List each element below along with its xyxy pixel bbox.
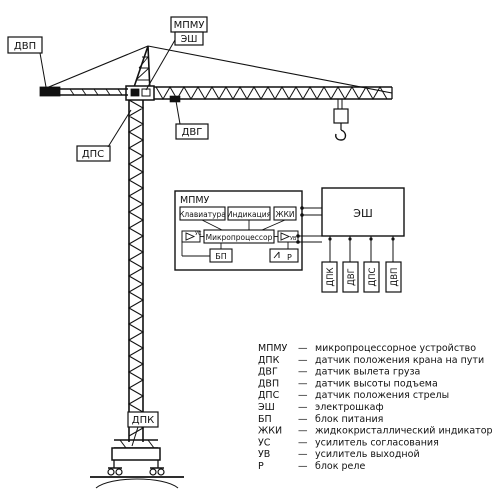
label-dps: ДПС [76, 109, 132, 162]
legend-dash: — [298, 402, 308, 413]
legend-dash: — [298, 367, 308, 378]
bp-label: БП [215, 252, 227, 261]
legend-abbr: Р [258, 461, 264, 472]
sensor-label-dvp: ДВП [390, 268, 400, 287]
legend-abbr: ДПС [258, 390, 280, 401]
legend-abbr: ДПК [258, 355, 280, 366]
legend-abbr: ДВП [258, 378, 279, 389]
legend-desc: жидкокристаллический индикатор [315, 426, 493, 437]
legend-dash: — [298, 378, 308, 389]
crane-jib [154, 86, 393, 103]
legend-desc: усилитель согласования [315, 437, 439, 448]
legend-abbr: УС [258, 437, 271, 448]
crane-mast [127, 99, 145, 442]
us-amp-label: УС [195, 231, 202, 237]
label-esh-text: ЭШ [181, 34, 198, 45]
legend-dash: — [298, 449, 308, 460]
sensor-label-dpk: ДПК [326, 267, 336, 286]
sensor-lines [328, 236, 395, 247]
crane-hook [333, 99, 349, 141]
mpmu-block-title: МПМУ [180, 195, 210, 206]
label-dvp: ДВП [7, 36, 47, 88]
legend-abbr: УВ [258, 449, 270, 460]
legend-abbr: ДВГ [258, 367, 278, 378]
legend-desc: блок питания [315, 414, 383, 425]
sensor-boxes: ДПК ДВГ ДПС ДВП [321, 247, 402, 293]
keyboard-label: Клавиатура [179, 210, 226, 219]
label-dvg-text: ДВГ [182, 127, 203, 138]
legend-desc: датчик положения стрелы [315, 390, 449, 401]
legend-desc: датчик вылета груза [315, 367, 420, 378]
legend-dash: — [298, 355, 308, 366]
legend-dash: — [298, 426, 308, 437]
esh-block: ЭШ [321, 187, 405, 237]
mpmu-block: МПМУ Клавиатура Индикация ЖКИ Микропроце… [174, 190, 303, 271]
legend-desc: микропроцессорное устройство [315, 343, 476, 354]
zhki-label: ЖКИ [275, 210, 294, 219]
label-mpmu-esh: МПМУ ЭШ [145, 16, 208, 91]
label-dpk-text: ДПК [132, 415, 154, 426]
legend-abbr: БП [258, 414, 272, 425]
top-labels: ДВП МПМУ ЭШ ДВГ ДПС ДПК [7, 16, 209, 447]
uv-amp-label: УВ [290, 236, 297, 242]
sensor-label-dps: ДПС [368, 267, 378, 286]
label-dvg: ДВГ [175, 100, 209, 140]
crane-pendants [43, 45, 393, 94]
legend-desc: датчик положения крана на пути [315, 355, 484, 366]
legend-dash: — [298, 343, 308, 354]
relay-box [269, 248, 299, 263]
legend-dash: — [298, 414, 308, 425]
label-dvp-text: ДВП [14, 41, 36, 52]
mpmu-esh-links [296, 206, 322, 244]
legend-desc: усилитель выходной [315, 449, 420, 460]
legend-desc: блок реле [315, 461, 365, 472]
cpu-label: Микропроцессор [206, 233, 273, 242]
legend-abbr: ЭШ [258, 402, 275, 413]
sensor-label-dvg: ДВГ [347, 268, 357, 286]
label-dps-text: ДПС [82, 149, 104, 160]
label-dpk: ДПК [127, 411, 159, 447]
crane-counter-jib [39, 86, 128, 97]
legend-dash: — [298, 461, 308, 472]
esh-block-label: ЭШ [353, 207, 372, 220]
legend-abbr: ЖКИ [258, 426, 282, 437]
indication-label: Индикация [227, 210, 271, 219]
legend-desc: датчик высоты подъема [315, 378, 438, 389]
block-diagram: МПМУ Клавиатура Индикация ЖКИ Микропроце… [174, 187, 405, 293]
legend-dash: — [298, 437, 308, 448]
crane-head [125, 45, 155, 101]
crane-base [90, 439, 184, 489]
legend-desc: электрошкаф [315, 402, 384, 413]
legend-abbr: МПМУ [258, 343, 288, 354]
legend-dash: — [298, 390, 308, 401]
relay-label: Р [287, 253, 292, 262]
crane [39, 45, 393, 489]
label-mpmu-text: МПМУ [174, 20, 205, 31]
